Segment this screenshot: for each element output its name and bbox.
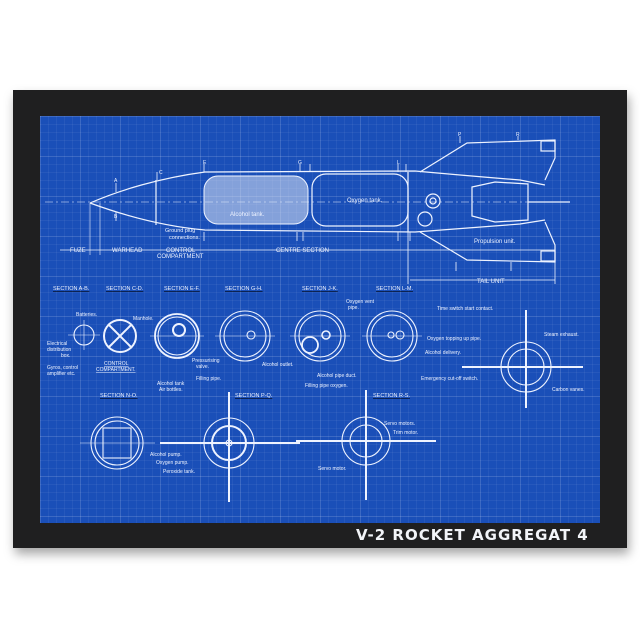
label-alcohol-delivery: Alcohol delivery. [425, 350, 461, 356]
label-alcohol-tank-air: Alcohol tank [157, 381, 185, 387]
label-air-bottles: Air bottles. [159, 387, 183, 393]
section-rs-title: SECTION R-S. [373, 393, 410, 399]
label-ground-plug: Ground plug [165, 228, 195, 234]
marker-g: G [298, 160, 302, 166]
section-cd-title: SECTION C-D. [106, 286, 144, 292]
label-alcohol-tank: Alcohol tank. [230, 212, 265, 218]
marker-b: B [114, 214, 118, 220]
label-peroxide-tank: Peroxide tank. [163, 469, 195, 475]
section-lm-title: SECTION L-M. [376, 286, 413, 292]
section-ab-title: SECTION A-B. [53, 286, 90, 292]
label-gyros: Gyros, control [47, 365, 78, 371]
label-box: box. [61, 353, 70, 359]
label-time-switch: Time switch start contact. [437, 306, 493, 312]
dim-fuze: FUZE [70, 248, 86, 254]
dim-control: CONTROL [166, 248, 196, 254]
marker-p: P [458, 132, 462, 138]
label-pipe: pipe. [348, 305, 359, 311]
dim-warhead: WARHEAD [112, 248, 143, 254]
marker-r: R [516, 132, 520, 138]
label-compartment: COMPARTMENT. [96, 367, 136, 373]
section-jk-title: SECTION J-K. [302, 286, 338, 292]
label-alcohol-pump: Alcohol pump. [150, 452, 182, 458]
label-distribution: distribution [47, 347, 71, 353]
label-alcohol-pipe-duct: Alcohol pipe duct. [317, 373, 356, 379]
label-emergency-cutoff: Emergency cut-off switch. [421, 376, 478, 382]
label-valve: valve. [196, 364, 209, 370]
marker-c: C [159, 170, 163, 176]
label-oxygen-tank: Oxygen tank. [347, 198, 383, 204]
blueprint-drawing: Alcohol tank. Oxygen tank. Propulsion un… [45, 132, 585, 502]
label-batteries: Batteries. [76, 312, 97, 318]
label-control: CONTROL [104, 361, 129, 367]
label-oxygen-topping: Oxygen topping up pipe. [427, 336, 481, 342]
dim-centre-section: CENTRE SECTION [276, 248, 329, 254]
blueprint-panel: Alcohol tank. Oxygen tank. Propulsion un… [40, 116, 600, 523]
label-trim-motor: Trim motor. [393, 430, 418, 436]
section-pq-title: SECTION P-Q. [235, 393, 273, 399]
label-oxygen-pump: Oxygen pump. [156, 460, 189, 466]
marker-e: E [203, 160, 207, 166]
label-filling-pipe: Filling pipe. [196, 376, 221, 382]
label-carbon-vanes: Carbon vanes. [552, 387, 585, 393]
section-ef-title: SECTION E-F. [164, 286, 200, 292]
dim-tail-unit: TAIL UNIT [477, 279, 505, 285]
section-gh-title: SECTION G-H. [225, 286, 263, 292]
label-oxygen-vent: Oxygen vent [346, 299, 375, 305]
label-propulsion-unit: Propulsion unit. [474, 239, 516, 245]
label-electrical: Electrical [47, 341, 67, 347]
poster-title: V-2 ROCKET AGGREGAT 4 [356, 526, 589, 544]
label-manhole: Manhole. [133, 316, 154, 322]
label-servo-motors: Servo motors. [384, 421, 415, 427]
label-amplifier: amplifier etc. [47, 371, 75, 377]
marker-a: A [114, 178, 118, 184]
label-pressurising: Pressurising [192, 358, 220, 364]
label-servo-motor: Servo motor. [318, 466, 346, 472]
dim-compartment: COMPARTMENT [157, 254, 204, 260]
marker-l: L [397, 160, 400, 166]
label-filling-pipe-oxygen: Filling pipe oxygen. [305, 383, 348, 389]
section-no-title: SECTION N-O. [100, 393, 138, 399]
label-steam-exhaust: Steam exhaust. [544, 332, 579, 338]
label-ground-plug-2: connections. [169, 235, 200, 241]
label-alcohol-outlet: Alcohol outlet. [262, 362, 293, 368]
